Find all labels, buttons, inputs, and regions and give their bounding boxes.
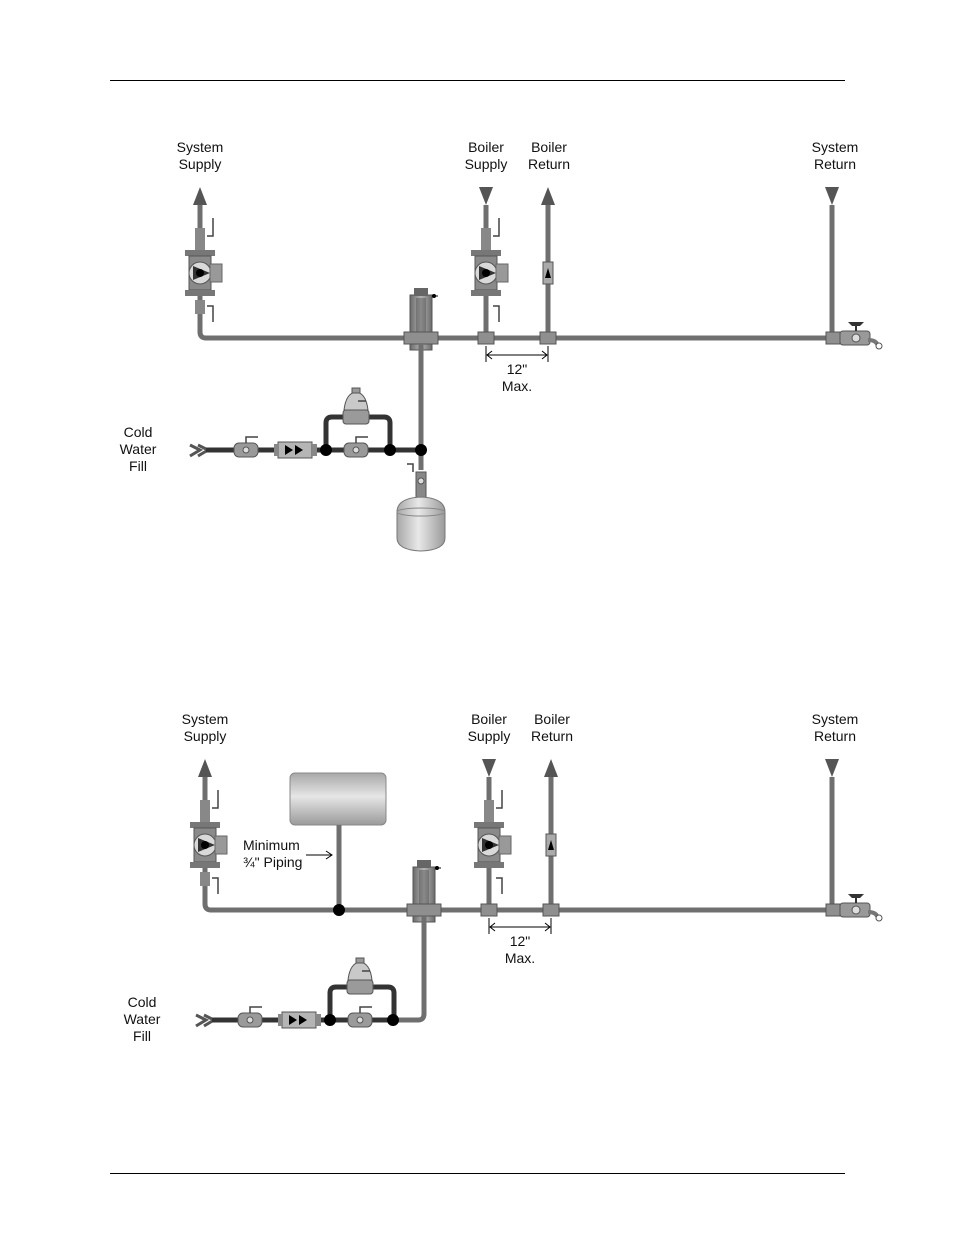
separator-drop-pipe bbox=[392, 916, 424, 1020]
label-boiler-supply: Boiler Supply bbox=[465, 139, 508, 173]
dimension-12-max bbox=[489, 918, 551, 934]
junction-dot bbox=[387, 1014, 399, 1026]
air-separator bbox=[407, 860, 441, 922]
piping-diagram-expansion-tank-below: System Supply Boiler Supply Boiler Retur… bbox=[0, 0, 954, 580]
boiler-supply-pump bbox=[474, 759, 511, 916]
label-cold-water-fill: Cold Water Fill bbox=[124, 994, 161, 1045]
label-dimension: 12" Max. bbox=[502, 361, 532, 395]
footer-rule bbox=[110, 1173, 845, 1174]
piping-diagram-1-svg bbox=[0, 0, 954, 580]
boiler-supply-arrow bbox=[482, 759, 496, 777]
label-piping-note: Minimum ¾" Piping bbox=[243, 837, 302, 871]
label-boiler-supply: Boiler Supply bbox=[468, 711, 511, 745]
boiler-return-riser bbox=[543, 759, 559, 916]
junction-dot bbox=[333, 904, 345, 916]
air-separator bbox=[404, 288, 438, 350]
system-supply-arrow bbox=[198, 759, 212, 777]
boiler-drain-valve bbox=[840, 322, 882, 349]
label-system-return: System Return bbox=[812, 139, 859, 173]
expansion-tank bbox=[290, 773, 386, 910]
label-system-supply: System Supply bbox=[182, 711, 229, 745]
boiler-drain-valve bbox=[840, 894, 882, 921]
system-supply-pump bbox=[185, 187, 222, 322]
piping-diagram-expansion-tank-above: System Supply Boiler Supply Boiler Retur… bbox=[0, 572, 954, 1052]
system-return-drop bbox=[825, 187, 840, 344]
piping-diagram-2-svg bbox=[0, 572, 954, 1052]
piping-note-arrow bbox=[306, 851, 332, 859]
dimension-12-max bbox=[486, 346, 548, 362]
junction-dot bbox=[320, 444, 332, 456]
system-return-drop bbox=[825, 759, 840, 916]
junction-dot bbox=[415, 444, 427, 456]
label-system-return: System Return bbox=[812, 711, 859, 745]
system-return-arrow bbox=[825, 759, 839, 777]
label-boiler-return: Boiler Return bbox=[528, 139, 570, 173]
main-header-pipe bbox=[200, 300, 830, 338]
cold-water-fill-line bbox=[196, 958, 394, 1028]
system-return-arrow bbox=[825, 187, 839, 205]
main-header-pipe bbox=[205, 872, 830, 910]
label-cold-water-fill: Cold Water Fill bbox=[120, 424, 157, 475]
boiler-supply-arrow bbox=[479, 187, 493, 205]
system-supply-pump bbox=[190, 759, 227, 894]
boiler-return-arrow bbox=[544, 759, 558, 777]
label-dimension: 12" Max. bbox=[505, 933, 535, 967]
boiler-return-riser bbox=[540, 187, 556, 344]
label-system-supply: System Supply bbox=[177, 139, 224, 173]
system-supply-arrow bbox=[193, 187, 207, 205]
junction-dot bbox=[384, 444, 396, 456]
boiler-return-arrow bbox=[541, 187, 555, 205]
boiler-supply-pump bbox=[471, 187, 508, 344]
label-boiler-return: Boiler Return bbox=[531, 711, 573, 745]
junction-dot bbox=[324, 1014, 336, 1026]
expansion-tank bbox=[397, 464, 445, 551]
